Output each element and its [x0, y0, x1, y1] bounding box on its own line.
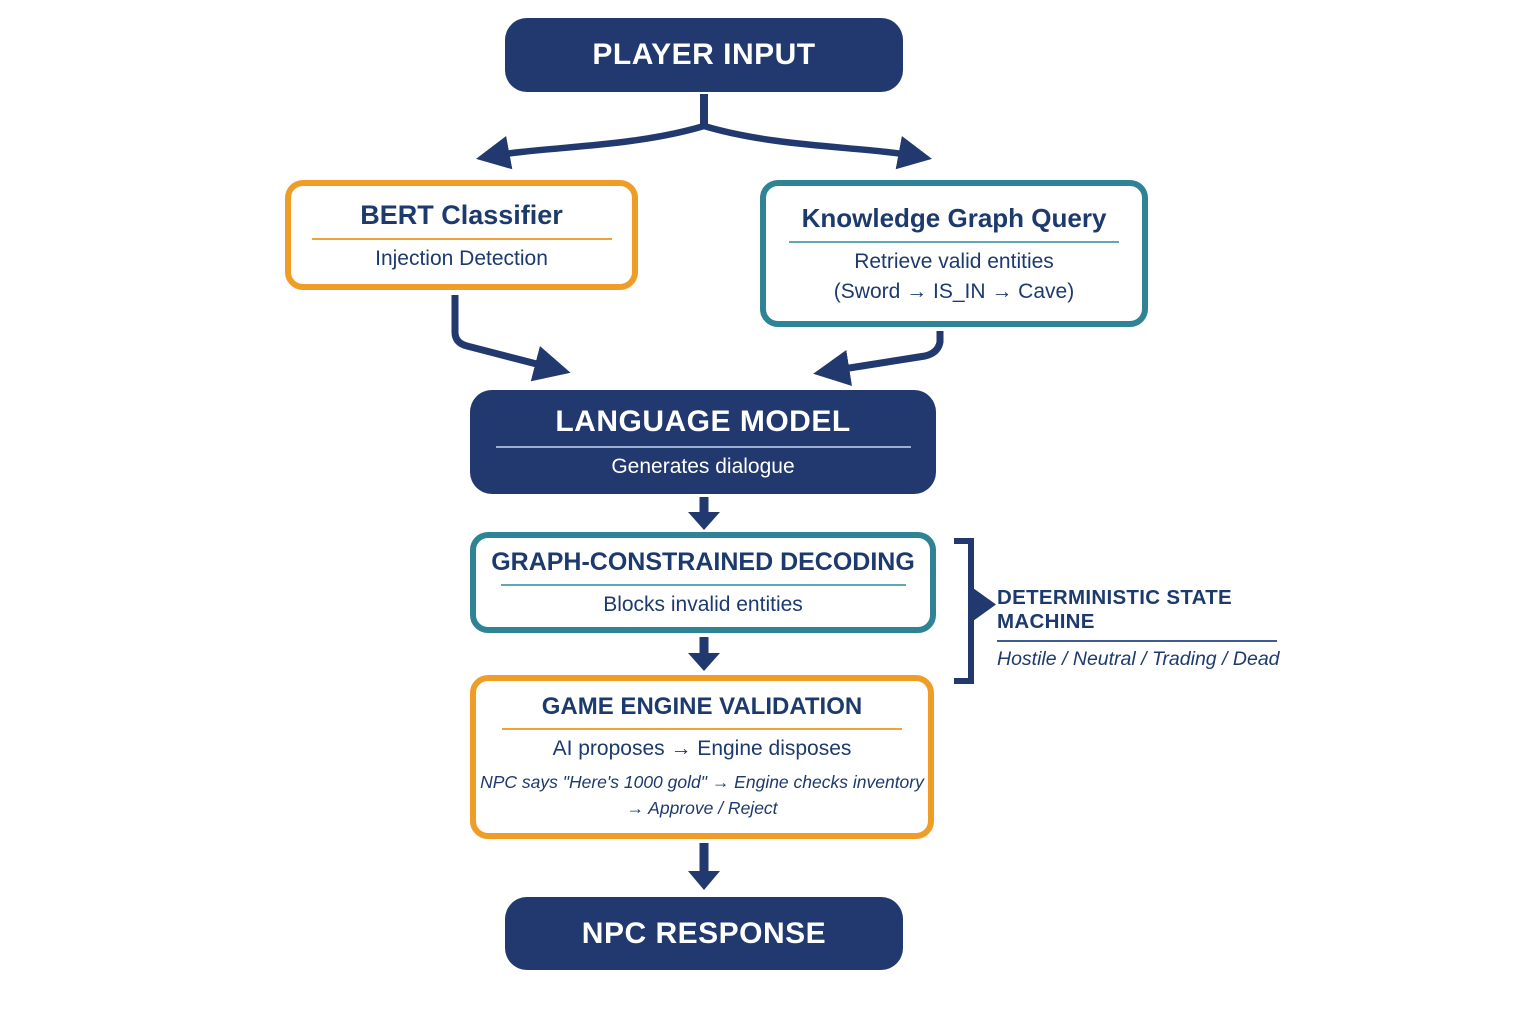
arrowhead-gcd-to-ge — [688, 653, 720, 671]
node-title: LANGUAGE MODEL — [555, 405, 851, 438]
node-player-input: PLAYER INPUT — [505, 18, 903, 92]
separator — [500, 584, 906, 586]
node-title: Knowledge Graph Query — [801, 203, 1107, 233]
node-line1: AI proposes → Engine disposes — [552, 736, 852, 760]
separator — [311, 237, 612, 240]
node-subtitle: Generates dialogue — [611, 455, 795, 478]
state-machine-annotation: DETERMINISTIC STATE MACHINE Hostile / Ne… — [997, 586, 1297, 671]
state-machine-bracket-arrow — [973, 588, 996, 621]
annotation-states: Hostile / Neutral / Trading / Dead — [997, 648, 1280, 670]
arrowhead-lm-to-gcd — [688, 512, 720, 530]
annotation-title: DETERMINISTIC STATE MACHINE — [997, 586, 1232, 633]
node-title: BERT Classifier — [360, 199, 563, 230]
node-example-line1: NPC says "Here's 1000 gold" → Engine che… — [480, 771, 924, 792]
node-title: GRAPH-CONSTRAINED DECODING — [491, 548, 915, 576]
node-graph-constrained-decoding: GRAPH-CONSTRAINED DECODING Blocks invali… — [470, 532, 936, 633]
separator — [997, 640, 1277, 642]
node-subtitle: Injection Detection — [375, 246, 548, 270]
separator — [495, 446, 911, 448]
node-line1: Retrieve valid entities — [854, 250, 1054, 273]
node-example-line2: → Approve / Reject — [626, 798, 778, 818]
node-title: NPC RESPONSE — [581, 916, 827, 950]
arrow-bert-to-lm — [451, 295, 571, 382]
node-subtitle: Blocks invalid entities — [603, 593, 803, 616]
node-bert-classifier: BERT Classifier Injection Detection — [285, 180, 638, 290]
arrow-player-to-bert — [476, 122, 705, 170]
node-language-model: LANGUAGE MODEL Generates dialogue — [470, 390, 936, 494]
arrowhead-ge-to-npc — [688, 871, 720, 890]
arrow-player-to-kgq — [703, 122, 932, 170]
node-title: PLAYER INPUT — [592, 38, 816, 71]
node-game-engine-validation: GAME ENGINE VALIDATION AI proposes → Eng… — [470, 675, 934, 839]
node-npc-response: NPC RESPONSE — [505, 897, 903, 970]
separator — [502, 727, 902, 730]
state-machine-bracket — [954, 538, 974, 684]
node-title: GAME ENGINE VALIDATION — [541, 692, 863, 720]
arrow-kgq-to-lm — [813, 331, 944, 386]
separator — [789, 241, 1119, 243]
node-knowledge-graph-query: Knowledge Graph Query Retrieve valid ent… — [760, 180, 1148, 327]
node-line2: (Sword → IS_IN → Cave) — [833, 280, 1075, 303]
